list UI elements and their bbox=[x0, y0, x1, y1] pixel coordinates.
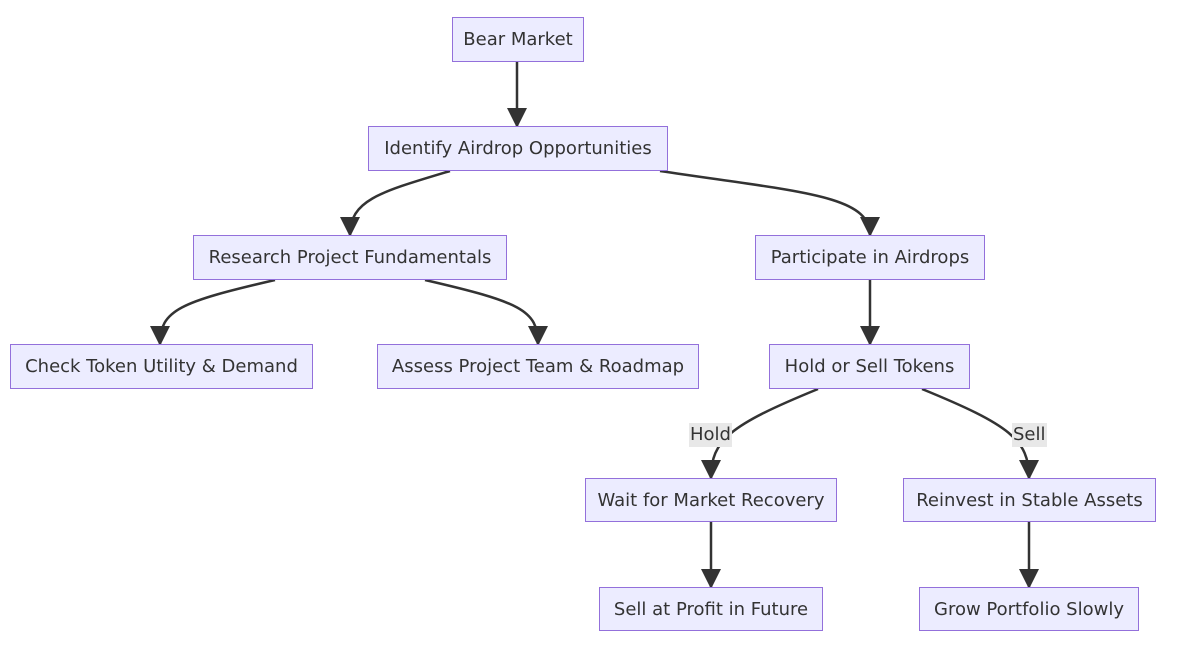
node-wait-for-market-recovery[interactable]: Wait for Market Recovery bbox=[585, 478, 837, 522]
edge-label-hold: Hold bbox=[689, 423, 732, 447]
node-assess-project-team[interactable]: Assess Project Team & Roadmap bbox=[377, 344, 699, 389]
node-check-token-utility[interactable]: Check Token Utility & Demand bbox=[10, 344, 313, 389]
node-research-project-fundamentals[interactable]: Research Project Fundamentals bbox=[193, 235, 507, 280]
edge-research-to-check bbox=[150, 278, 276, 346]
node-hold-or-sell-tokens[interactable]: Hold or Sell Tokens bbox=[769, 344, 970, 389]
node-sell-at-profit-in-future[interactable]: Sell at Profit in Future bbox=[599, 587, 823, 631]
edge-label-sell: Sell bbox=[1012, 423, 1047, 447]
node-participate-in-airdrops[interactable]: Participate in Airdrops bbox=[755, 235, 985, 280]
edge-research-to-assess bbox=[424, 278, 548, 346]
node-reinvest-in-stable-assets[interactable]: Reinvest in Stable Assets bbox=[903, 478, 1156, 522]
edge-identify-to-research bbox=[340, 169, 451, 237]
node-grow-portfolio-slowly[interactable]: Grow Portfolio Slowly bbox=[919, 587, 1139, 631]
edge-identify-to-participate bbox=[659, 169, 880, 237]
edge-hold-to-reinvest bbox=[921, 387, 1039, 480]
node-bear-market[interactable]: Bear Market bbox=[452, 17, 584, 62]
node-identify-airdrop-opportunities[interactable]: Identify Airdrop Opportunities bbox=[368, 126, 668, 171]
